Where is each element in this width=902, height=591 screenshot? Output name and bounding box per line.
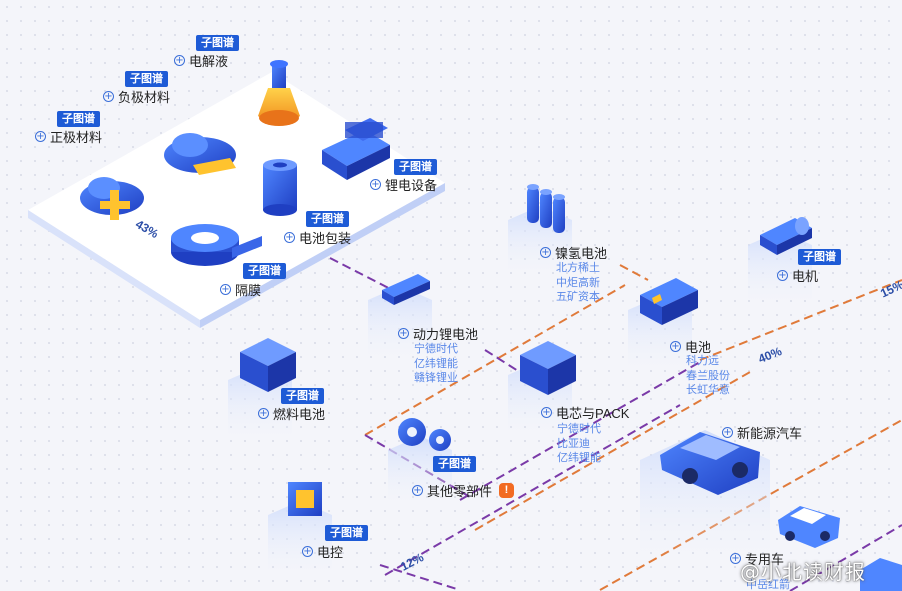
expand-icon[interactable]: + (258, 408, 269, 419)
node-special-vehicle[interactable]: + 专用车 (730, 549, 784, 568)
company[interactable]: 宁德时代 (414, 343, 458, 355)
tape-icon (171, 224, 262, 266)
expand-icon[interactable]: + (302, 546, 313, 557)
car-icon (660, 432, 760, 495)
module-icon (640, 278, 698, 325)
watermark: @小北读财报 (740, 560, 866, 584)
module-icon (382, 274, 430, 305)
node-separator[interactable]: + 隔膜 (220, 280, 261, 299)
node-label: 燃料电池 (273, 407, 326, 422)
subgraph-badge-electrolyte[interactable]: 子图谱 (196, 35, 239, 51)
node-label: 锂电设备 (385, 178, 438, 193)
node-electrolyte[interactable]: + 电解液 (174, 51, 228, 70)
node-nimh[interactable]: + 镍氢电池 (540, 243, 607, 262)
node-power-li[interactable]: + 动力锂电池 (398, 324, 478, 343)
expand-icon[interactable]: + (174, 55, 185, 66)
police-car-icon (860, 558, 902, 591)
node-cell-pack[interactable]: + 电芯与PACK (541, 403, 629, 422)
subgraph-badge-fuel-cell[interactable]: 子图谱 (281, 388, 324, 404)
chip-icon (288, 482, 322, 516)
cloud-icon (80, 177, 144, 220)
node-label: 电控 (317, 545, 344, 560)
subgraph-badge-anode[interactable]: 子图谱 (125, 71, 168, 87)
node-battery[interactable]: + 电池 (670, 337, 711, 356)
node-li-equipment[interactable]: + 锂电设备 (370, 175, 437, 194)
flask-icon (258, 60, 300, 126)
machine-icon (322, 118, 390, 180)
expand-icon[interactable]: + (35, 131, 46, 142)
expand-icon[interactable]: + (220, 284, 231, 295)
expand-icon[interactable]: + (103, 91, 114, 102)
node-battery-pack[interactable]: + 电池包装 (284, 228, 351, 247)
subgraph-badge-motor[interactable]: 子图谱 (798, 249, 841, 265)
node-label: 正极材料 (50, 130, 103, 145)
expand-icon[interactable]: + (540, 247, 551, 258)
expand-icon[interactable]: + (370, 179, 381, 190)
company[interactable]: 科力远 (686, 355, 719, 367)
special-vehicle-companies: 中岳红箭 (746, 578, 790, 591)
company[interactable]: 中炬高新 (556, 276, 600, 289)
power-li-companies: 宁德时代 亿纬锂能 赣锋锂业 (414, 342, 458, 386)
expand-icon[interactable]: + (284, 232, 295, 243)
expand-icon[interactable]: + (670, 341, 681, 352)
node-nev[interactable]: + 新能源汽车 (722, 423, 802, 442)
subgraph-badge-li-equipment[interactable]: 子图谱 (394, 159, 437, 175)
company[interactable]: 赣锋锂业 (414, 372, 458, 384)
company[interactable]: 春兰股份 (686, 369, 730, 382)
subgraph-badge-battery-pack[interactable]: 子图谱 (306, 211, 349, 227)
node-label: 新能源汽车 (737, 426, 803, 441)
subgraph-badge-cathode[interactable]: 子图谱 (57, 111, 100, 127)
company[interactable]: 中岳红箭 (746, 579, 790, 591)
company[interactable]: 宁德时代 (557, 423, 601, 435)
node-ecu[interactable]: + 电控 (302, 542, 343, 561)
batteries-icon (527, 184, 565, 233)
subgraph-badge-separator[interactable]: 子图谱 (243, 263, 286, 279)
node-cathode[interactable]: + 正极材料 (35, 127, 102, 146)
node-label: 电池 (685, 340, 712, 355)
node-label: 动力锂电池 (413, 327, 479, 342)
police-car-icon (778, 506, 840, 548)
expand-icon[interactable]: + (398, 328, 409, 339)
node-fuel-cell[interactable]: + 燃料电池 (258, 404, 325, 423)
node-motor[interactable]: + 电机 (777, 266, 818, 285)
cylinder-icon (263, 159, 297, 216)
company[interactable]: 北方稀土 (556, 262, 600, 274)
cell-pack-companies: 宁德时代 比亚迪 亿纬锂能 (557, 422, 601, 466)
materials-platform (28, 72, 445, 328)
company[interactable]: 比亚迪 (557, 437, 590, 450)
nimh-companies: 北方稀土 中炬高新 五矿资本 (556, 261, 600, 305)
subgraph-badge-other-parts[interactable]: 子图谱 (433, 456, 476, 472)
fuel-cell-icon (240, 338, 296, 392)
expand-icon[interactable]: + (777, 270, 788, 281)
node-label: 电芯与PACK (556, 406, 630, 421)
cloud-icon (164, 133, 236, 175)
subgraph-badge-ecu[interactable]: 子图谱 (325, 525, 368, 541)
node-label: 专用车 (745, 552, 785, 567)
expand-icon[interactable]: + (541, 407, 552, 418)
cell-stack-icon (520, 341, 576, 395)
node-label: 电池包装 (299, 231, 352, 246)
gears-icon (398, 418, 451, 451)
expand-icon[interactable]: + (722, 427, 733, 438)
node-label: 镍氢电池 (555, 246, 608, 261)
company[interactable]: 五矿资本 (556, 291, 600, 303)
company[interactable]: 亿纬锂能 (414, 357, 458, 370)
expand-icon[interactable]: + (730, 553, 741, 564)
motor-icon (760, 217, 812, 255)
node-label: 负极材料 (118, 90, 171, 105)
node-label: 电机 (792, 269, 819, 284)
node-anode[interactable]: + 负极材料 (103, 87, 170, 106)
expand-icon[interactable]: + (412, 485, 423, 496)
battery-companies: 科力远 春兰股份 长虹华意 (686, 354, 730, 398)
node-label: 其他零部件 (427, 484, 493, 499)
node-other-parts[interactable]: + 其他零部件 ! (412, 481, 515, 500)
company[interactable]: 亿纬锂能 (557, 452, 601, 464)
company[interactable]: 长虹华意 (686, 384, 730, 396)
warning-icon[interactable]: ! (499, 483, 515, 498)
node-label: 隔膜 (235, 283, 262, 298)
node-label: 电解液 (189, 54, 229, 69)
